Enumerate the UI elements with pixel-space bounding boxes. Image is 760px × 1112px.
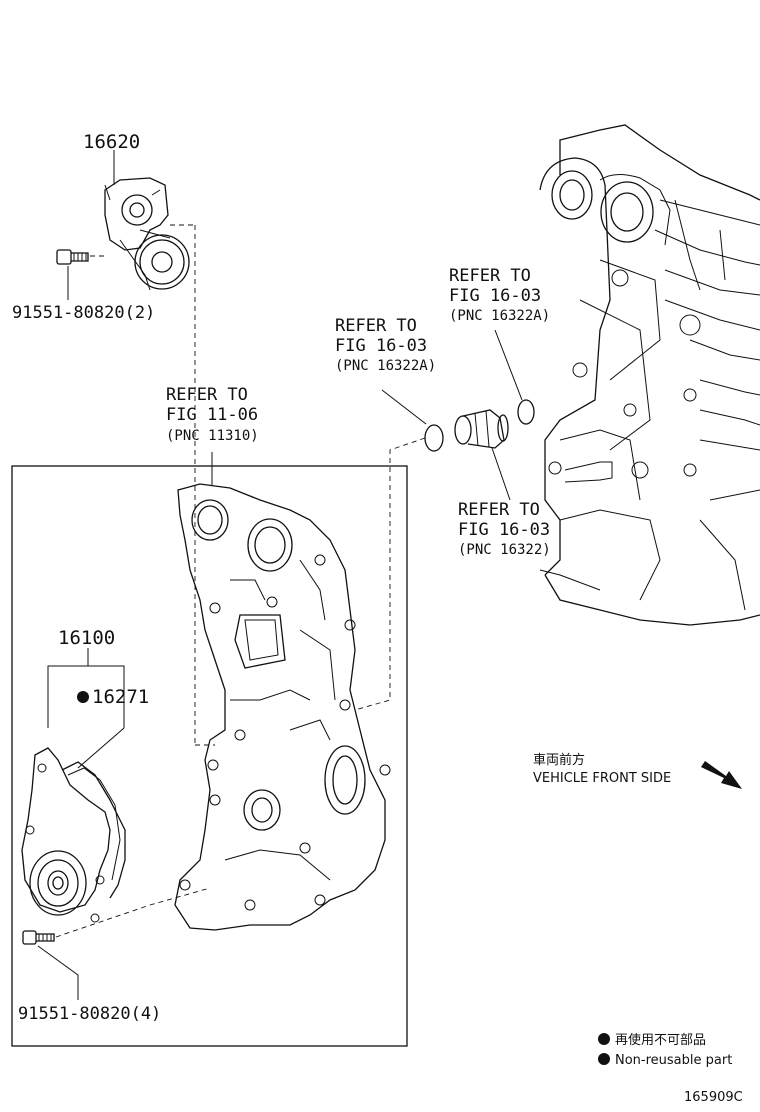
legend-label-en: Non-reusable part <box>615 1053 732 1068</box>
outlet-ref-line2: FIG 16-03 <box>458 520 550 540</box>
tensioner-bolt-drawing <box>56 249 89 265</box>
outlet-ref-line1: REFER TO <box>458 500 540 520</box>
water-pump-bolt-leader <box>37 945 79 1000</box>
gasket-leader <box>77 727 125 769</box>
oring-alignment-dash <box>354 437 426 711</box>
non-reusable-marker <box>77 691 89 703</box>
cover-ref-line2: FIG 11-06 <box>166 405 258 425</box>
water-pump-drawing <box>21 747 126 923</box>
water-pump-bolt-part-number: 91551-80820(4) <box>18 1004 161 1024</box>
legend-label-jp: 再使用不可部品 <box>615 1032 706 1048</box>
oring-left-ref-line3: (PNC 16322A) <box>335 358 436 374</box>
cover-ref-line3: (PNC 11310) <box>166 428 259 444</box>
water-pump-bolt-dash <box>55 887 211 938</box>
legend-bullet-en <box>598 1053 610 1065</box>
oring-left-leader <box>381 389 427 425</box>
oring-right-ref-line2: FIG 16-03 <box>449 286 541 306</box>
oring-right-leader <box>494 329 523 401</box>
assembly-box <box>11 465 408 1047</box>
oring-right-drawing <box>517 399 535 425</box>
oring-left-drawing <box>424 424 444 452</box>
water-pump-part-number: 16100 <box>58 627 115 649</box>
water-pump-bolt-drawing <box>22 930 55 945</box>
oring-right-ref-line3: (PNC 16322A) <box>449 308 550 324</box>
direction-label-jp: 車両前方 <box>533 752 585 768</box>
outlet-leader <box>491 447 511 501</box>
figure-id: 165909C <box>684 1090 743 1105</box>
gasket-part-number: 16271 <box>92 686 149 708</box>
oring-left-ref-line2: FIG 16-03 <box>335 336 427 356</box>
water-outlet-drawing <box>454 409 509 449</box>
water-pump-bracket <box>47 665 125 728</box>
tensioner-drawing <box>104 177 190 291</box>
cover-ref-line1: REFER TO <box>166 385 248 405</box>
engine-block-drawing <box>539 124 760 626</box>
oring-right-ref-line1: REFER TO <box>449 266 531 286</box>
tensioner-bolt-part-number: 91551-80820(2) <box>12 303 155 323</box>
tensioner-part-number: 16620 <box>83 131 140 153</box>
outlet-ref-line3: (PNC 16322) <box>458 542 551 558</box>
direction-label-en: VEHICLE FRONT SIDE <box>533 771 671 786</box>
legend-bullet-jp <box>598 1033 610 1045</box>
timing-cover-drawing <box>174 483 391 931</box>
oring-left-ref-line1: REFER TO <box>335 316 417 336</box>
vehicle-front-arrow-icon <box>701 761 742 789</box>
